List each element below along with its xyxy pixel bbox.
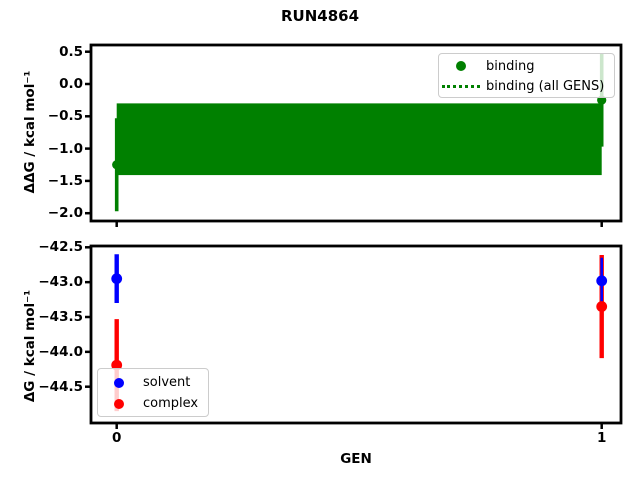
y-tick-label: −43.5 — [38, 309, 83, 325]
y-tick-label: −0.5 — [47, 108, 83, 125]
figure-title: RUN4864 — [280, 7, 360, 25]
x-tick-label: 1 — [596, 430, 607, 446]
legend-item-solvent: solvent — [98, 372, 208, 393]
legend-top: binding binding (all GENS) — [438, 53, 615, 98]
binding-all-gens-marker — [439, 84, 483, 88]
legend-item-complex: complex — [98, 393, 208, 414]
legend-label: binding (all GENS) — [486, 78, 605, 94]
binding-dot-icon — [456, 61, 466, 71]
legend-label: complex — [143, 396, 199, 411]
y-tick-label: −43.0 — [38, 274, 83, 291]
binding-all-gens-dotted-line-icon — [442, 84, 480, 88]
solvent-dot-icon — [114, 377, 124, 388]
binding-marker — [439, 61, 483, 71]
solvent-marker — [98, 377, 140, 388]
y-tick-label: −44.5 — [38, 378, 83, 395]
y-tick-label: 0.5 — [59, 43, 83, 60]
complex-dot-icon — [114, 398, 124, 409]
legend-item-binding: binding — [439, 56, 614, 76]
legend-label: solvent — [143, 375, 191, 390]
complex-marker — [98, 398, 140, 409]
y-tick-label: −44.0 — [38, 343, 83, 360]
legend-item-binding-all-gens: binding (all GENS) — [439, 76, 614, 96]
y-tick-label: −1.5 — [47, 172, 83, 189]
legend-bottom: solvent complex — [97, 368, 209, 417]
y-tick-label: 0.0 — [59, 76, 83, 92]
legend-label: binding — [486, 58, 535, 74]
y-tick-label: −42.5 — [38, 239, 83, 256]
y-tick-label: −1.0 — [47, 140, 83, 157]
x-tick-label: 0 — [111, 430, 122, 446]
xlabel: GEN — [340, 451, 372, 467]
y-tick-label: −2.0 — [47, 205, 83, 222]
